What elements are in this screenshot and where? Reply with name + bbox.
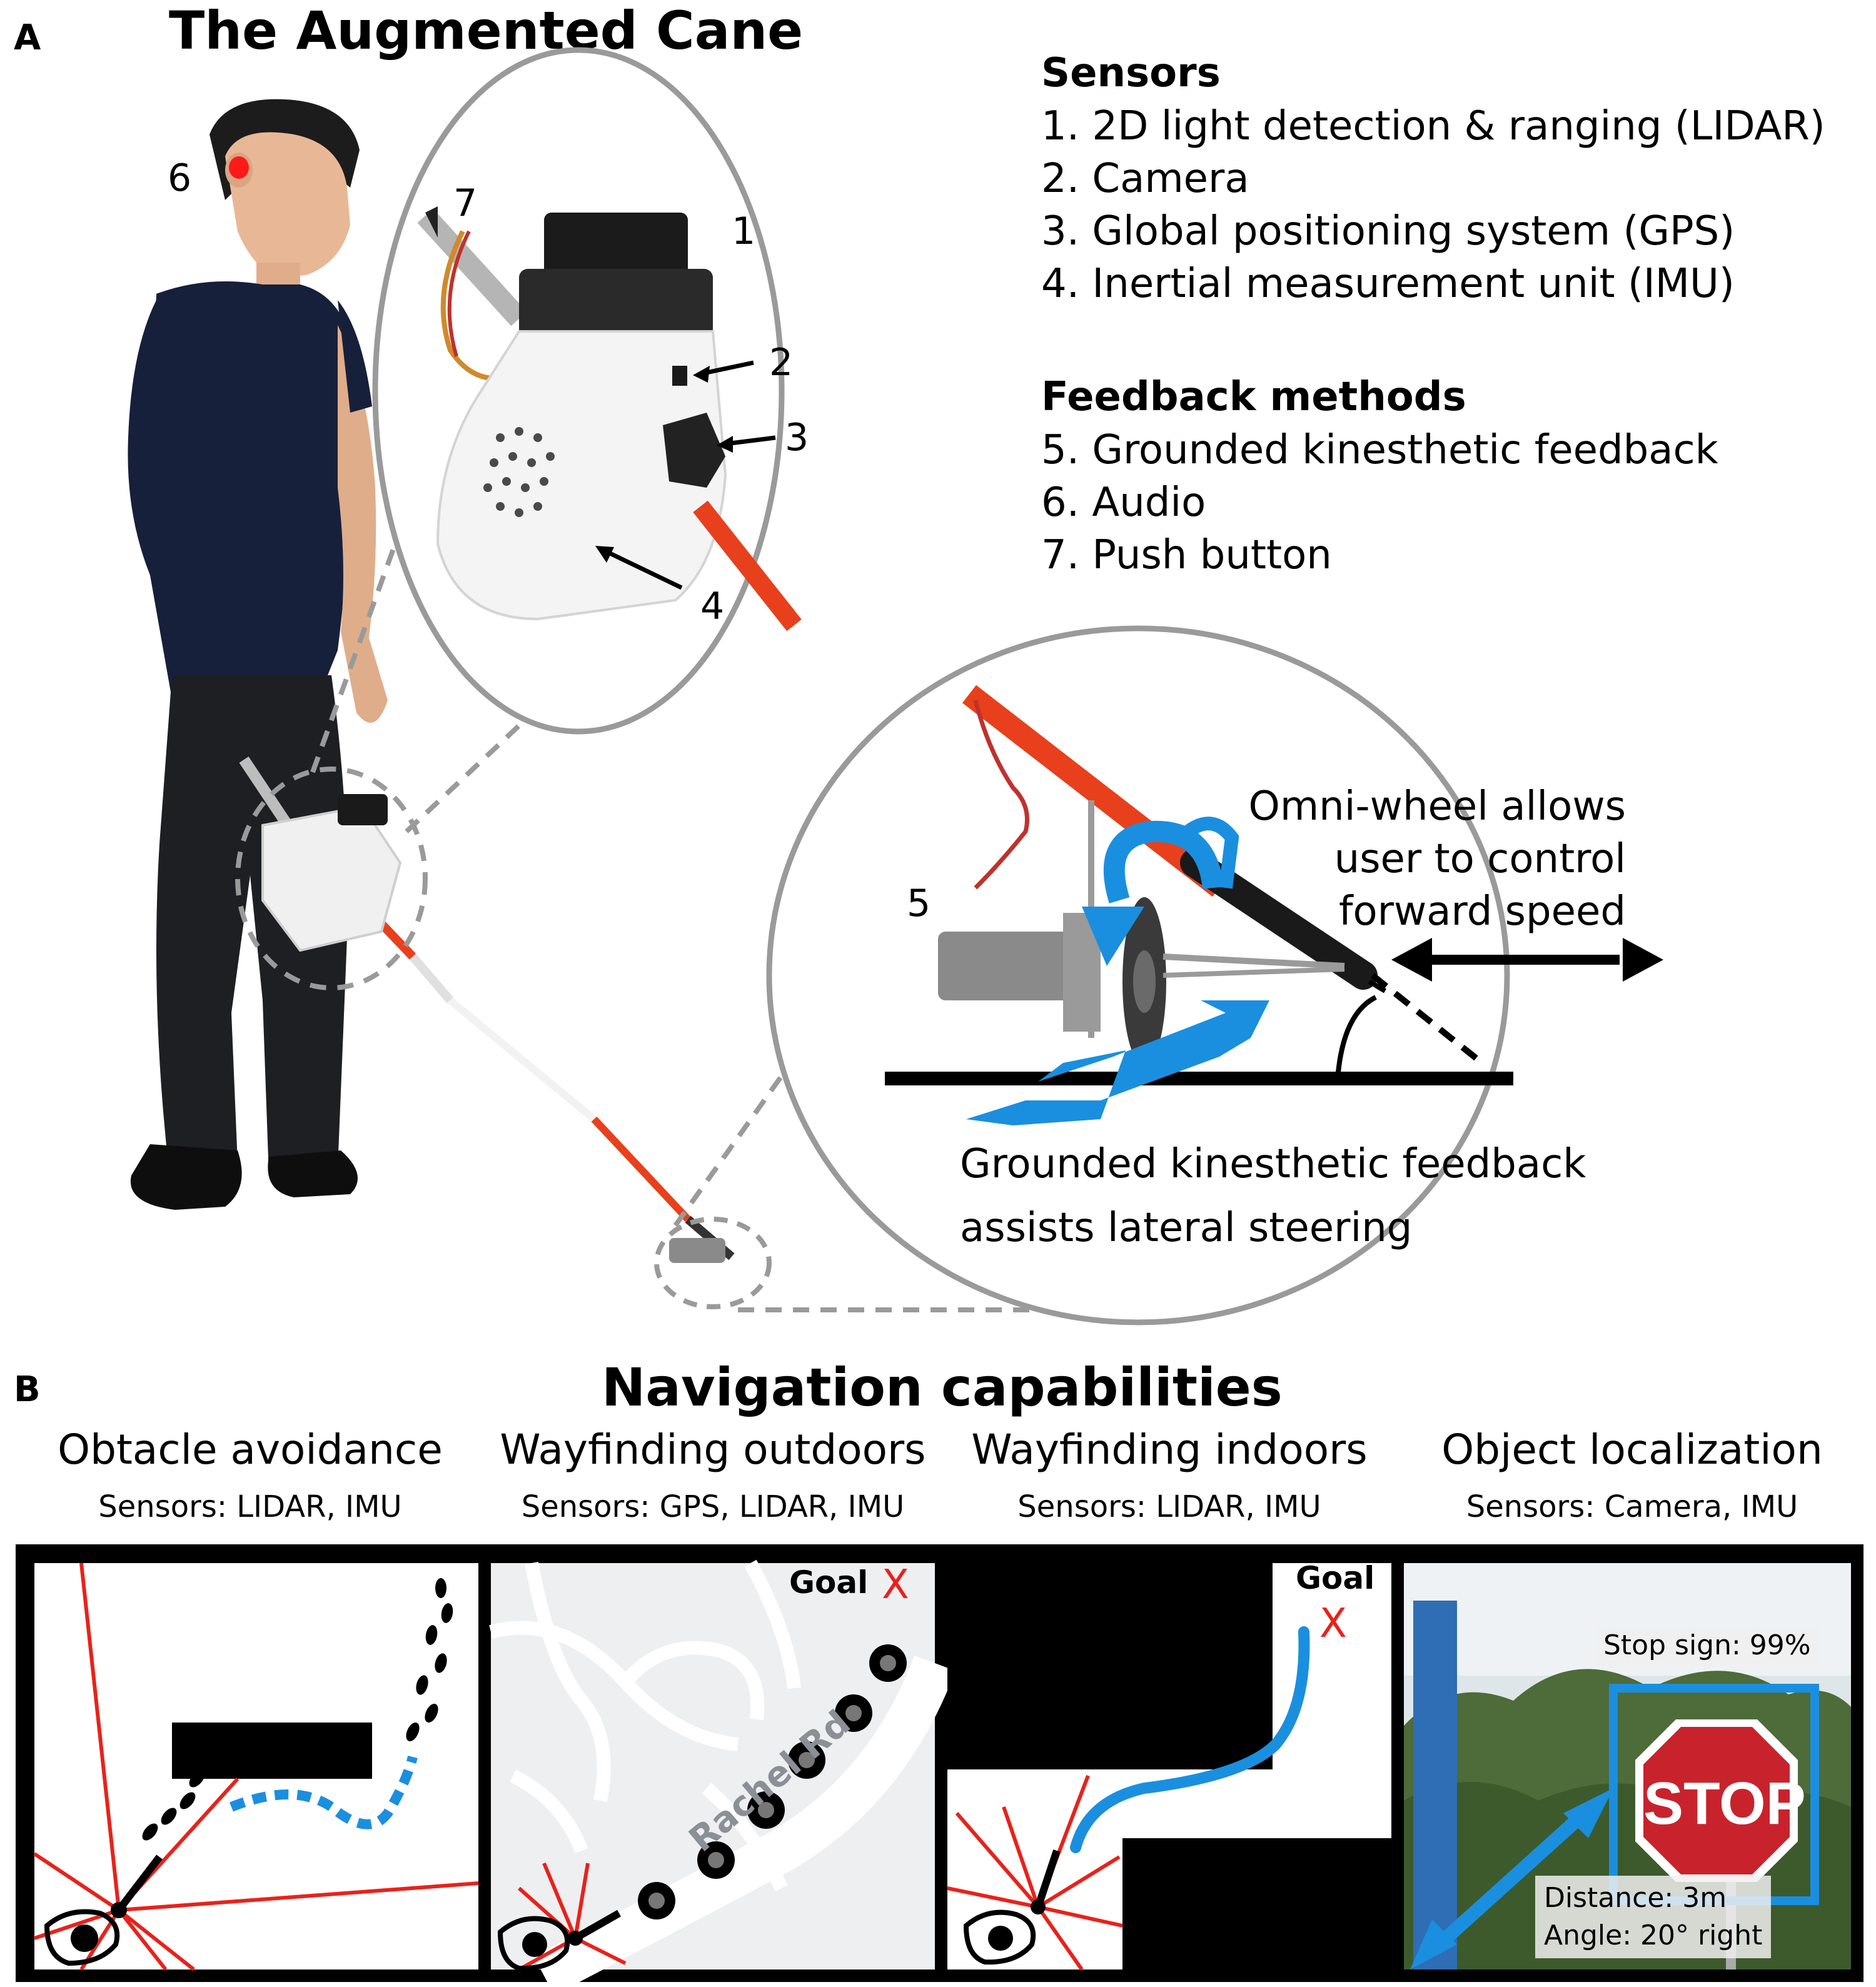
panel-a-letter: A [14,18,41,58]
user-position-icon [44,1909,120,1966]
scene-wayfinding-indoors [947,1563,1391,1971]
parking-sign [1413,1601,1457,1969]
cane-body [239,757,735,1263]
capability-sensors-object: Sensors: Camera, IMU [1466,1489,1798,1524]
capability-sensors-indoors: Sensors: LIDAR, IMU [1017,1489,1321,1524]
map-streets [489,1559,801,1891]
planned-path [229,1755,418,1829]
angle-readout: Angle: 20° right [1544,1919,1763,1951]
capability-title-object: Object localization [1441,1426,1823,1474]
capability-sensors-outdoors: Sensors: GPS, LIDAR, IMU [521,1489,905,1524]
omni-wheel-callout: Omni-wheel allows user to control forwar… [1226,780,1626,938]
omni-wheel-line-3: forward speed [1338,888,1626,935]
marker-2: 2 [769,341,794,385]
sensor-item-gps: 3. Global positioning system (GPS) [1041,208,1735,254]
sensors-heading: Sensors [1041,50,1221,96]
steering-callout: Grounded kinesthetic feedback assists la… [960,1138,1586,1254]
augmented-cane-illustration [128,47,1663,1326]
obstacle-block [172,1723,372,1779]
omni-wheel-line-2: user to control [1334,836,1626,882]
omni-wheel-line-1: Omni-wheel allows [1248,783,1626,830]
scene-obstacle-avoidance [33,1562,479,1971]
tip-zoom-circle [654,1217,772,1309]
sensor-item-imu: 4. Inertial measurement unit (IMU) [1041,261,1735,307]
wall-top [947,1563,1273,1769]
marker-4: 4 [700,585,725,628]
navigation-scenes [16,1544,1863,1987]
sensor-item-lidar: 1. 2D light detection & ranging (LIDAR) [1041,103,1825,149]
localization-readout: Distance: 3m Angle: 20° right [1535,1876,1772,1958]
panel-b-title: Navigation capabilities [602,1357,1283,1418]
goal-marker-outdoors: X [882,1562,909,1608]
waypoints [638,1644,907,1919]
goal-marker-indoors: X [1319,1601,1347,1647]
detection-confidence-label: Stop sign: 99% [1595,1626,1820,1665]
panel-b-letter: B [14,1369,41,1410]
feedback-heading: Feedback methods [1041,374,1466,420]
sensor-item-camera: 2. Camera [1041,156,1249,202]
capability-title-obstacle: Obtacle avoidance [58,1426,443,1474]
steering-line-2: assists lateral steering [960,1205,1413,1251]
goal-label-indoors: Goal [1296,1560,1375,1596]
capability-sensors-obstacle: Sensors: LIDAR, IMU [98,1489,402,1524]
module-zoom-circle [235,767,428,990]
feedback-item-kinesthetic: 5. Grounded kinesthetic feedback [1041,427,1718,473]
footsteps-icon [142,1578,453,1841]
goal-label-outdoors: Goal [789,1564,869,1601]
feedback-item-audio: 6. Audio [1041,480,1206,526]
stop-sign-text: STOP [1643,1770,1806,1837]
distance-readout: Distance: 3m [1544,1882,1727,1914]
panel-a-title: The Augmented Cane [169,0,804,61]
marker-6: 6 [168,156,192,200]
person-figure [128,99,388,1210]
steering-line-1: Grounded kinesthetic feedback [960,1141,1586,1187]
marker-5: 5 [907,882,931,925]
scene-wayfinding-outdoors [489,1559,956,1987]
sensor-module-closeup [417,206,802,631]
capability-title-outdoors: Wayfinding outdoors [500,1426,926,1474]
marker-1: 1 [732,209,756,253]
indoor-route [1070,1626,1310,1853]
marker-7: 7 [453,181,478,225]
wall-bottom [1122,1838,1391,1969]
audio-marker-icon [229,156,249,179]
marker-3: 3 [785,416,809,460]
feedback-item-push-button: 7. Push button [1041,532,1332,578]
capability-title-indoors: Wayfinding indoors [971,1426,1368,1474]
